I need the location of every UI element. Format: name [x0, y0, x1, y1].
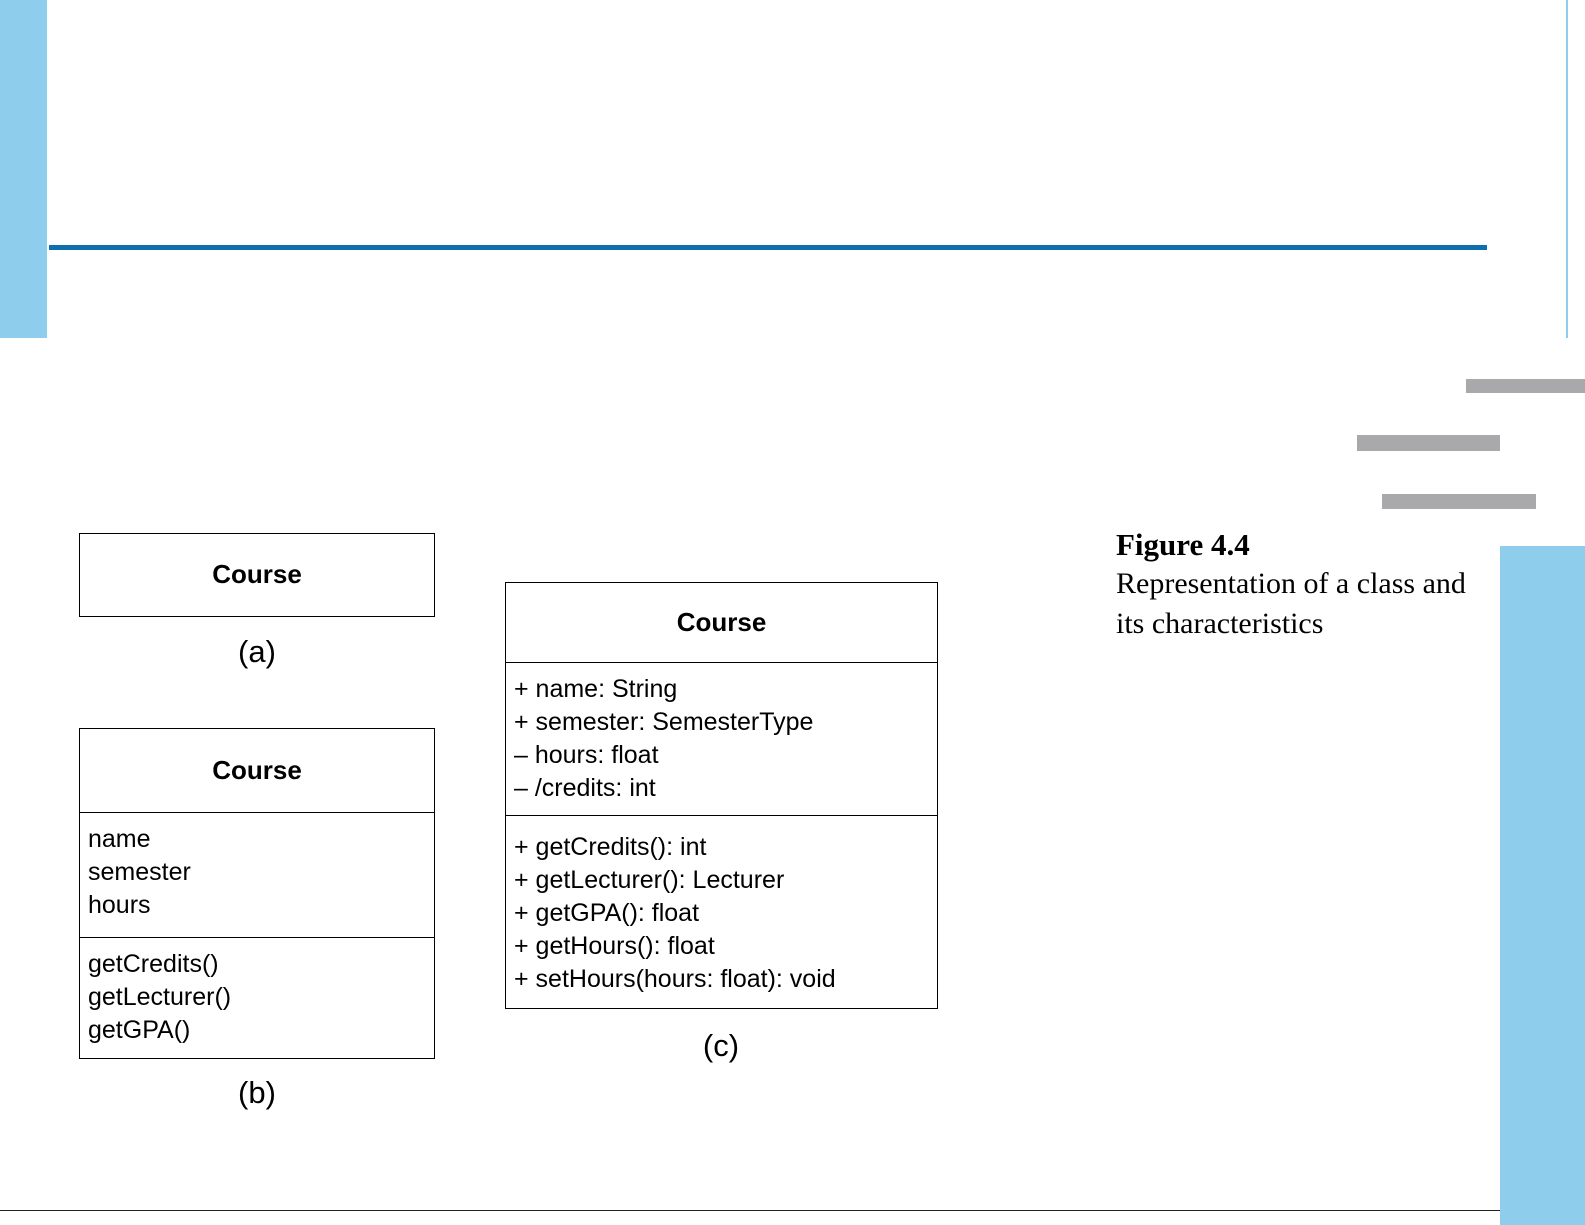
class-b-attribute: name	[88, 825, 151, 853]
class-b-attribute: hours	[88, 891, 151, 919]
class-a-name: Course	[212, 559, 302, 589]
class-c-operation: + getHours(): float	[514, 932, 715, 960]
class-c-attribute: – hours: float	[514, 741, 659, 769]
class-c-attribute: + semester: SemesterType	[514, 708, 814, 736]
class-c-operation: + getLecturer(): Lecturer	[514, 866, 785, 894]
class-b-operations: getCredits() getLecturer() getGPA()	[80, 937, 434, 1047]
title-rule	[49, 245, 1487, 250]
right-accent-bar	[1500, 546, 1585, 1225]
right-edge-line	[1566, 0, 1568, 338]
figure-caption: Figure 4.4 Representation of a class and…	[1116, 526, 1476, 644]
class-c-operation: + getGPA(): float	[514, 899, 700, 927]
class-c-operation: + setHours(hours: float): void	[514, 965, 836, 993]
uml-class-b: Course name semester hours getCredits() …	[79, 728, 435, 1059]
figure-description: Representation of a class and its charac…	[1116, 567, 1466, 640]
decorative-gray-bar	[1382, 494, 1536, 509]
left-accent-bar	[0, 0, 47, 338]
label-b: (b)	[238, 1075, 276, 1110]
uml-class-c: Course + name: String + semester: Semest…	[505, 582, 938, 1009]
class-c-operation: + getCredits(): int	[514, 833, 707, 861]
label-a: (a)	[238, 634, 276, 669]
class-c-attribute: – /credits: int	[514, 774, 656, 802]
class-b-operation: getCredits()	[88, 950, 219, 978]
bottom-border-line	[0, 1210, 1500, 1211]
class-b-attribute: semester	[88, 858, 191, 886]
figure-number: Figure 4.4	[1116, 527, 1250, 562]
class-c-attribute: + name: String	[514, 675, 678, 703]
decorative-gray-bar	[1357, 435, 1500, 451]
class-b-operation: getLecturer()	[88, 983, 232, 1011]
uml-class-a: Course	[79, 533, 435, 617]
label-c: (c)	[702, 1028, 740, 1063]
class-b-name: Course	[212, 755, 302, 785]
class-c-operations: + getCredits(): int + getLecturer(): Lec…	[506, 815, 937, 996]
class-c-attributes: + name: String + semester: SemesterType …	[506, 662, 937, 815]
class-b-operation: getGPA()	[88, 1016, 191, 1044]
class-c-name: Course	[676, 607, 767, 637]
decorative-gray-bar	[1466, 379, 1585, 393]
class-b-attributes: name semester hours	[80, 812, 434, 937]
